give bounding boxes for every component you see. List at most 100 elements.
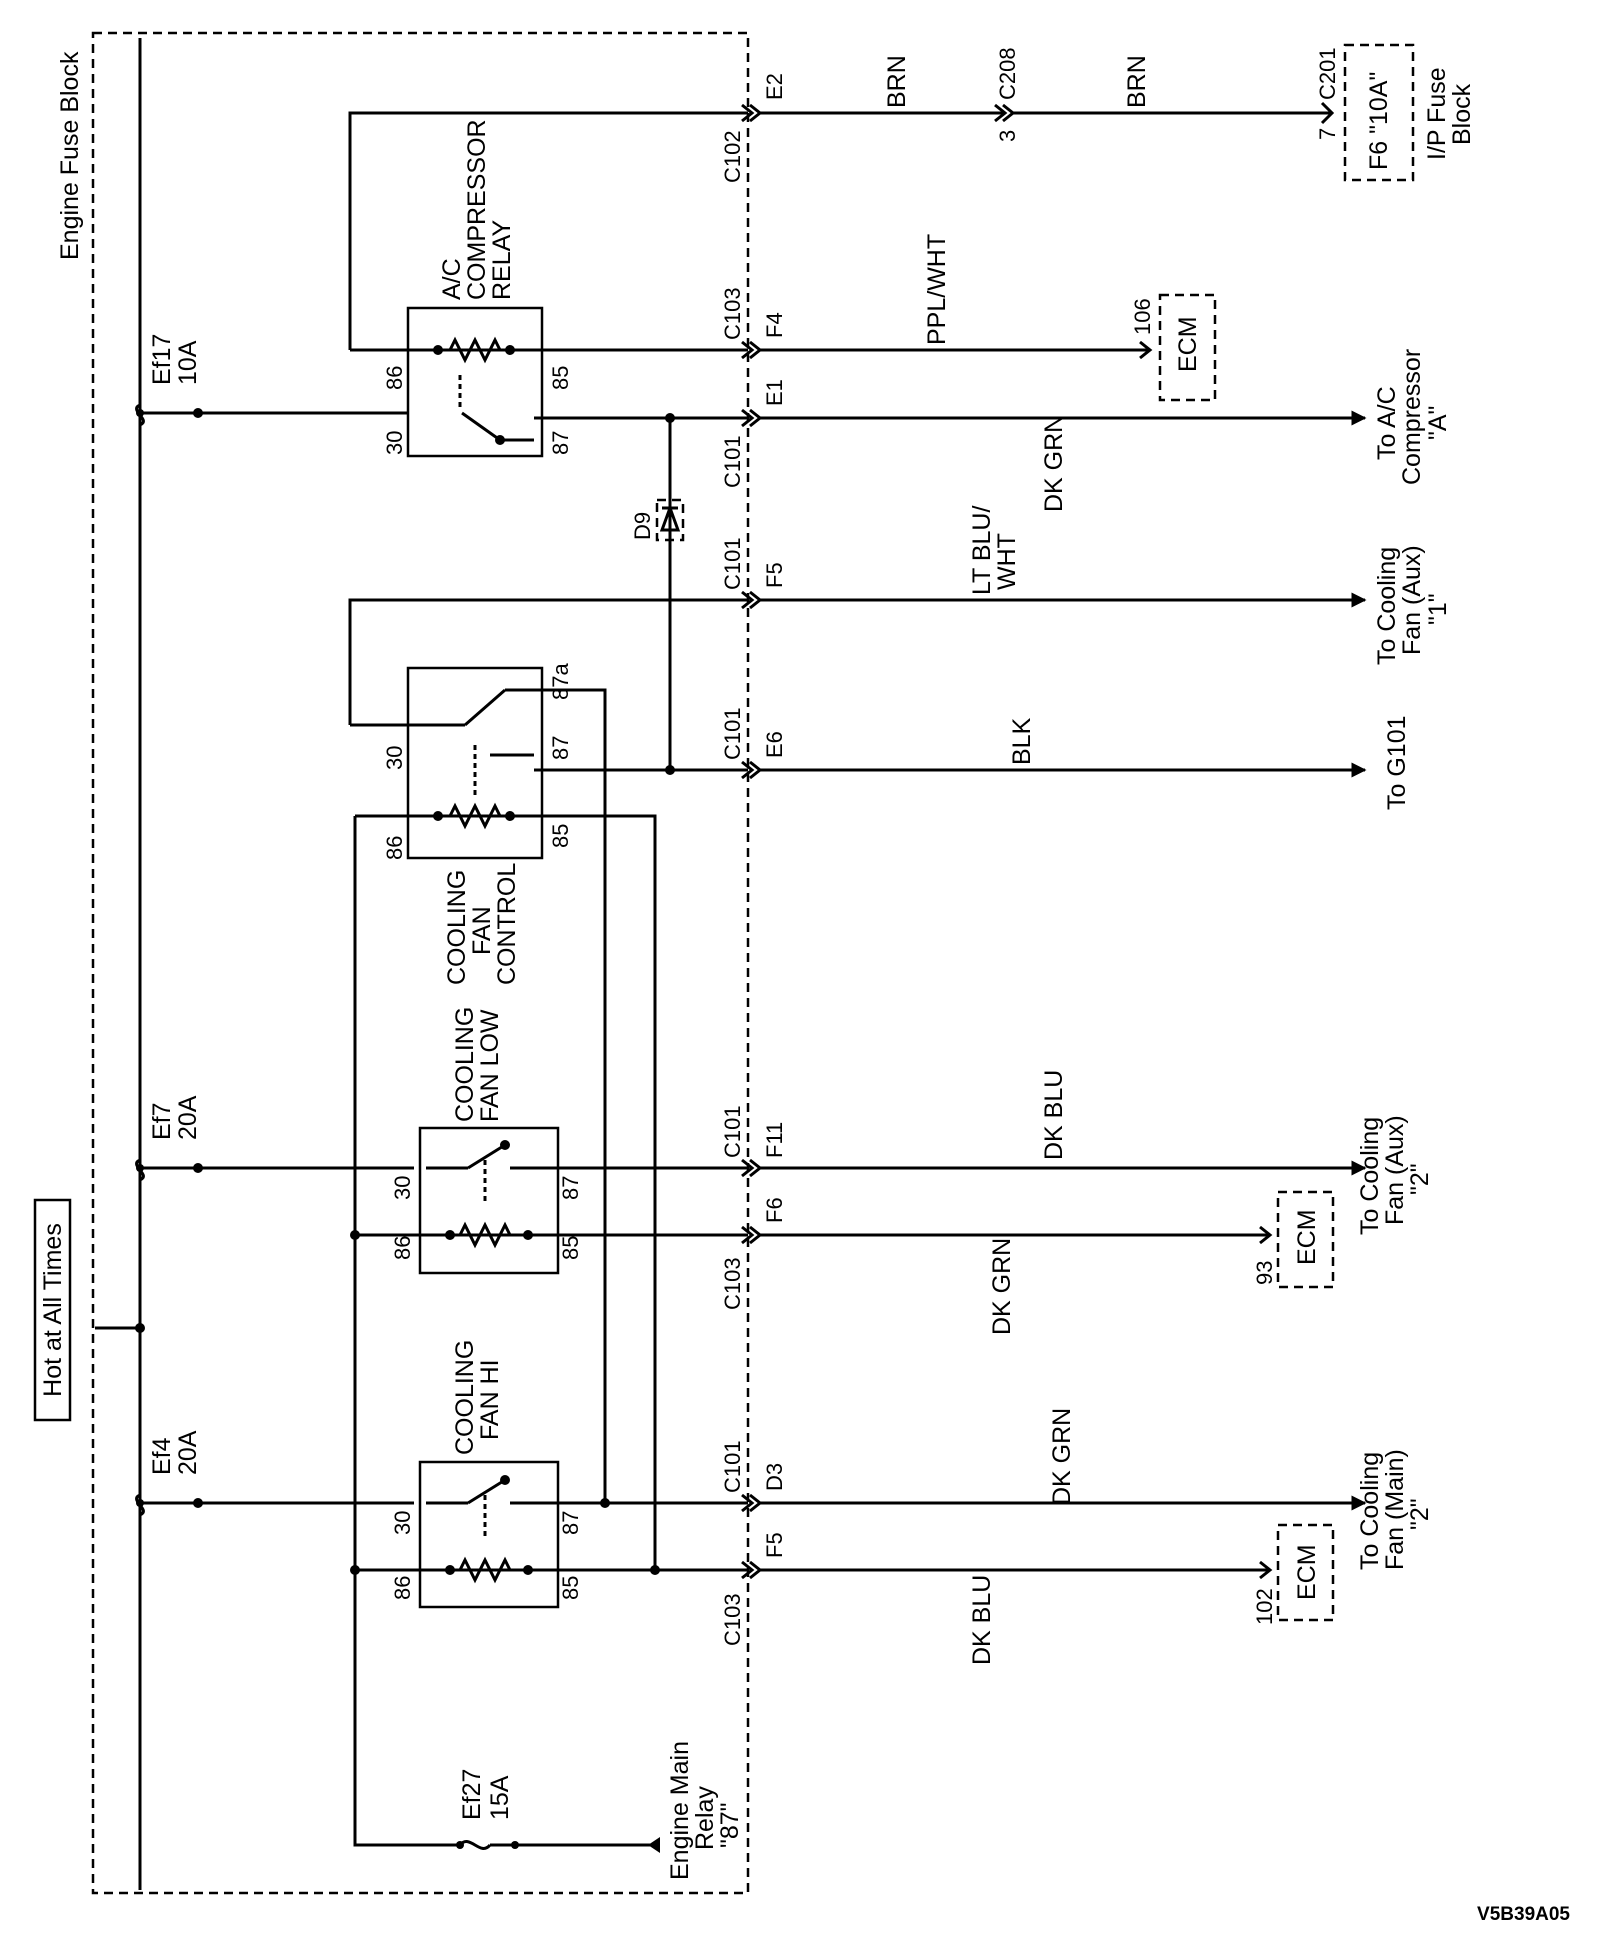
dest-fan-main-2-line2: Fan (Main) bbox=[1381, 1449, 1409, 1570]
ef7-label: Ef7 bbox=[148, 1102, 176, 1140]
ip-fuse-block-label-2: Block bbox=[1448, 83, 1476, 145]
ef17-label: Ef17 bbox=[148, 334, 176, 385]
cooling-fan-hi-relay bbox=[418, 1460, 560, 1609]
ef17-rating: 10A bbox=[174, 340, 202, 385]
ac-relay-pin-30: 30 bbox=[382, 431, 407, 455]
dest-g101: To G101 bbox=[1383, 715, 1411, 810]
wire-dk-grn-f6: DK GRN bbox=[988, 1238, 1016, 1335]
ef27-fuse bbox=[458, 1840, 492, 1850]
dest-fan-aux-1-line1: To Cooling bbox=[1373, 547, 1401, 665]
fan-hi-pin-85: 85 bbox=[558, 1576, 583, 1600]
ac-relay-coil bbox=[414, 336, 534, 445]
d9-diode bbox=[655, 498, 685, 542]
pin-d3: D3 bbox=[762, 1463, 787, 1491]
pin-f11: F11 bbox=[762, 1122, 787, 1158]
ecm-box-106 bbox=[1158, 293, 1217, 402]
ac-relay-pin-86: 86 bbox=[382, 366, 407, 390]
ac-compressor-relay bbox=[406, 306, 544, 458]
fan-hi-coil bbox=[426, 1475, 552, 1584]
ac-relay-pin-85: 85 bbox=[548, 366, 573, 390]
fan-low-name-1: COOLING bbox=[451, 1007, 479, 1122]
dest-ac-compressor-3: "A" bbox=[1424, 406, 1452, 440]
ac-relay-name-1: A/C bbox=[438, 258, 466, 300]
connector-c208: C208 bbox=[995, 47, 1020, 100]
fan-control-pin-30: 30 bbox=[382, 746, 407, 770]
wire-dk-blu-f5: DK BLU bbox=[968, 1575, 996, 1665]
connector-c103-f5: C103 bbox=[720, 1593, 745, 1646]
pin-e2: E2 bbox=[762, 73, 787, 100]
engine-main-relay-3: "87" bbox=[716, 1802, 744, 1848]
pin-3: 3 bbox=[995, 130, 1020, 142]
pin-f6: F6 bbox=[762, 1197, 787, 1223]
ac-relay-name-2: COMPRESSOR bbox=[463, 119, 491, 300]
fan-control-pin-87a: 87a bbox=[548, 663, 573, 700]
ef27-label: Ef27 bbox=[458, 1769, 486, 1820]
ef4-rating: 20A bbox=[174, 1430, 202, 1475]
connector-c103-f6: C103 bbox=[720, 1257, 745, 1310]
pin-102: 102 bbox=[1252, 1588, 1277, 1625]
wire-dk-blu-f11: DK BLU bbox=[1040, 1070, 1068, 1160]
fan-control-pin-87: 87 bbox=[548, 736, 573, 760]
ip-fuse-block-label-1: I/P Fuse bbox=[1423, 67, 1451, 160]
figure-id: V5B39A05 bbox=[1477, 1904, 1570, 1925]
ecm-label-106: ECM bbox=[1174, 316, 1202, 372]
fan-hi-pin-87: 87 bbox=[558, 1511, 583, 1535]
dest-fan-aux-1-line2: Fan (Aux) bbox=[1398, 545, 1426, 655]
pin-f4: F4 bbox=[762, 312, 787, 338]
pin-106: 106 bbox=[1130, 298, 1155, 335]
wire-dk-grn-d3: DK GRN bbox=[1048, 1408, 1076, 1505]
fan-control-name-1: COOLING bbox=[443, 870, 471, 985]
fan-hi-pin-86: 86 bbox=[390, 1576, 415, 1600]
connector-c101-f11: C101 bbox=[720, 1105, 745, 1158]
pin-7: 7 bbox=[1315, 128, 1340, 140]
engine-main-relay-1: Engine Main bbox=[666, 1741, 694, 1880]
pin-f5-top: F5 bbox=[762, 562, 787, 588]
fan-control-coil bbox=[414, 688, 534, 830]
pin-e1: E1 bbox=[762, 379, 787, 406]
ef27-rating: 15A bbox=[486, 1775, 514, 1820]
fan-control-pin-86: 86 bbox=[382, 836, 407, 860]
connector-c101-e6: C101 bbox=[720, 707, 745, 760]
connector-c101-e1: C101 bbox=[720, 435, 745, 488]
fan-low-pin-85: 85 bbox=[558, 1236, 583, 1260]
ac-relay-pin-87: 87 bbox=[548, 431, 573, 455]
wire-blk: BLK bbox=[1008, 717, 1036, 765]
connector-c101-d3: C101 bbox=[720, 1440, 745, 1493]
engine-main-relay-2: Relay bbox=[691, 1786, 719, 1850]
fan-low-name-2: FAN LOW bbox=[476, 1009, 504, 1122]
ecm-label-102: ECM bbox=[1293, 1544, 1321, 1600]
dest-ac-compressor-1: To A/C bbox=[1373, 386, 1401, 460]
wire-dk-grn-e1: DK GRN bbox=[1040, 415, 1068, 512]
pin-f5-bottom: F5 bbox=[762, 1532, 787, 1558]
wire-lt-blu-wht-2: WHT bbox=[993, 533, 1021, 590]
fuse-f6-10a: F6 "10A" bbox=[1365, 72, 1393, 170]
ecm-label-93: ECM bbox=[1293, 1209, 1321, 1265]
fan-hi-pin-30: 30 bbox=[390, 1511, 415, 1535]
connector-c201: C201 bbox=[1315, 47, 1340, 100]
cooling-fan-low-relay bbox=[418, 1126, 560, 1275]
fan-hi-name-1: COOLING bbox=[451, 1340, 479, 1455]
ef7-rating: 20A bbox=[174, 1095, 202, 1140]
dest-fan-main-2-line1: To Cooling bbox=[1356, 1452, 1384, 1570]
wire-brn-2: BRN bbox=[1123, 55, 1151, 108]
connector-c102: C102 bbox=[720, 130, 745, 183]
wire-brn-1: BRN bbox=[883, 55, 911, 108]
dest-ac-compressor-2: Compressor bbox=[1398, 349, 1426, 485]
ef4-label: Ef4 bbox=[148, 1437, 176, 1475]
fan-control-pin-85: 85 bbox=[548, 824, 573, 848]
fan-low-pin-87: 87 bbox=[558, 1176, 583, 1200]
dest-fan-aux-2-line3: "2" bbox=[1406, 1163, 1434, 1195]
d9-label: D9 bbox=[630, 512, 655, 540]
pin-e6: E6 bbox=[762, 731, 787, 758]
fan-low-pin-86: 86 bbox=[390, 1236, 415, 1260]
connector-c101-f5: C101 bbox=[720, 537, 745, 590]
fan-low-coil bbox=[426, 1140, 552, 1249]
dest-fan-aux-2-line2: Fan (Aux) bbox=[1381, 1115, 1409, 1225]
dest-fan-main-2-line3: "2" bbox=[1406, 1498, 1434, 1530]
pin-93: 93 bbox=[1252, 1261, 1277, 1285]
engine-fuse-block-label: Engine Fuse Block bbox=[56, 51, 84, 260]
fan-control-name-2: FAN bbox=[468, 906, 496, 955]
engine-fuse-block-boundary bbox=[91, 31, 750, 1895]
ac-relay-name-3: RELAY bbox=[488, 220, 516, 300]
